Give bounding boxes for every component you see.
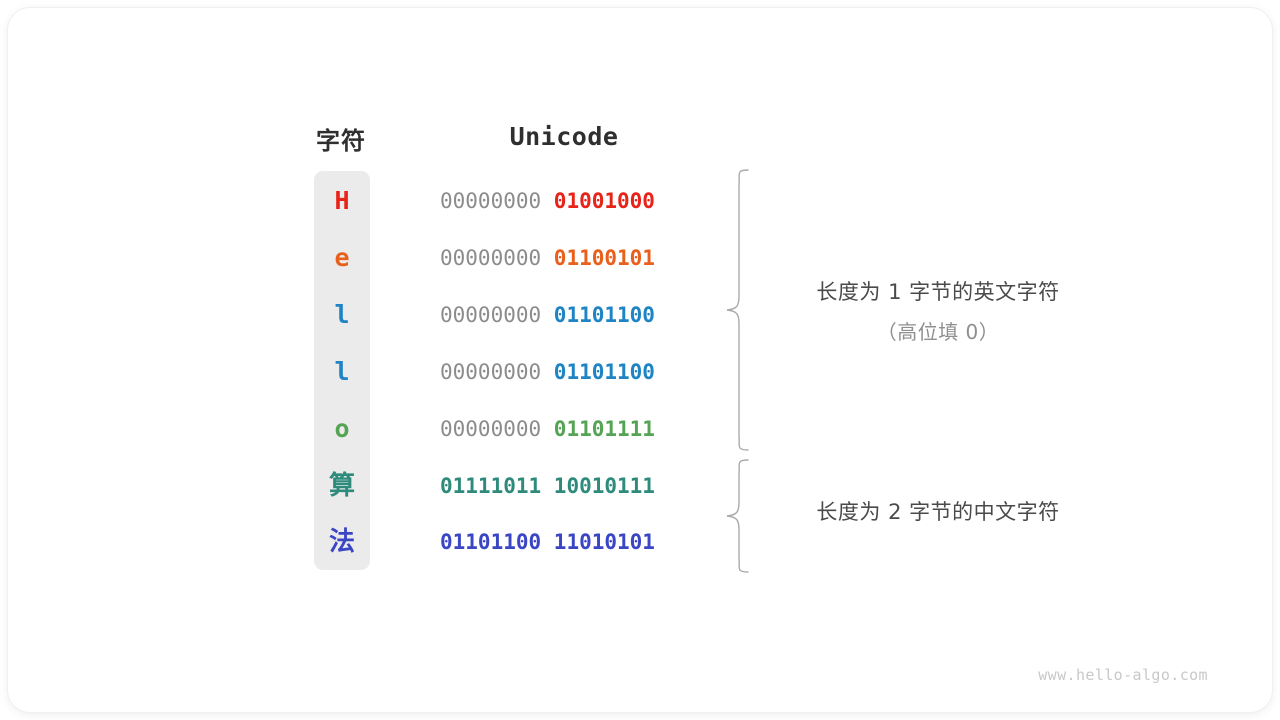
annotation-english-line2: （高位填 0）: [876, 320, 1000, 344]
annotation-english-line1: 长度为 1 字节的英文字符: [816, 280, 1060, 304]
unicode-low-byte: 10010111: [553, 474, 655, 498]
unicode-low-byte: 01101100: [553, 303, 655, 327]
column-header-unicode: Unicode: [509, 122, 619, 151]
unicode-low-byte: 01100101: [553, 246, 655, 270]
unicode-row: 00000000 01100101: [440, 241, 696, 275]
character-cell: 算: [328, 471, 355, 501]
unicode-high-byte: 00000000: [440, 360, 554, 384]
annotation-chinese-line1: 长度为 2 字节的中文字符: [816, 500, 1060, 524]
character-cell: o: [334, 414, 350, 443]
character-cell: l: [334, 357, 350, 386]
unicode-row: 00000000 01001000: [440, 184, 696, 218]
annotation-english: 长度为 1 字节的英文字符 （高位填 0）: [778, 276, 1098, 345]
character-cell: l: [334, 300, 350, 329]
unicode-high-byte: 01101100: [440, 530, 554, 554]
character-cell: 法: [328, 527, 355, 557]
unicode-row: 01111011 10010111: [440, 469, 696, 503]
watermark: www.hello-algo.com: [1038, 666, 1208, 684]
character-cell: H: [334, 186, 350, 215]
unicode-row: 01101100 11010101: [440, 525, 696, 559]
unicode-low-byte: 01001000: [553, 189, 655, 213]
brace-chinese-group: [726, 459, 749, 573]
unicode-high-byte: 00000000: [440, 189, 554, 213]
unicode-low-byte: 01101100: [553, 360, 655, 384]
character-cell: e: [334, 243, 350, 272]
annotation-chinese: 长度为 2 字节的中文字符: [778, 496, 1098, 526]
unicode-low-byte: 01101111: [553, 417, 655, 441]
unicode-high-byte: 00000000: [440, 303, 554, 327]
unicode-row: 00000000 01101111: [440, 412, 696, 446]
unicode-high-byte: 01111011: [440, 474, 554, 498]
brace-english-group: [726, 169, 749, 451]
unicode-row: 00000000 01101100: [440, 298, 696, 332]
unicode-row: 00000000 01101100: [440, 355, 696, 389]
unicode-high-byte: 00000000: [440, 246, 554, 270]
unicode-high-byte: 00000000: [440, 417, 554, 441]
unicode-low-byte: 11010101: [553, 530, 655, 554]
column-header-character: 字符: [316, 128, 366, 155]
